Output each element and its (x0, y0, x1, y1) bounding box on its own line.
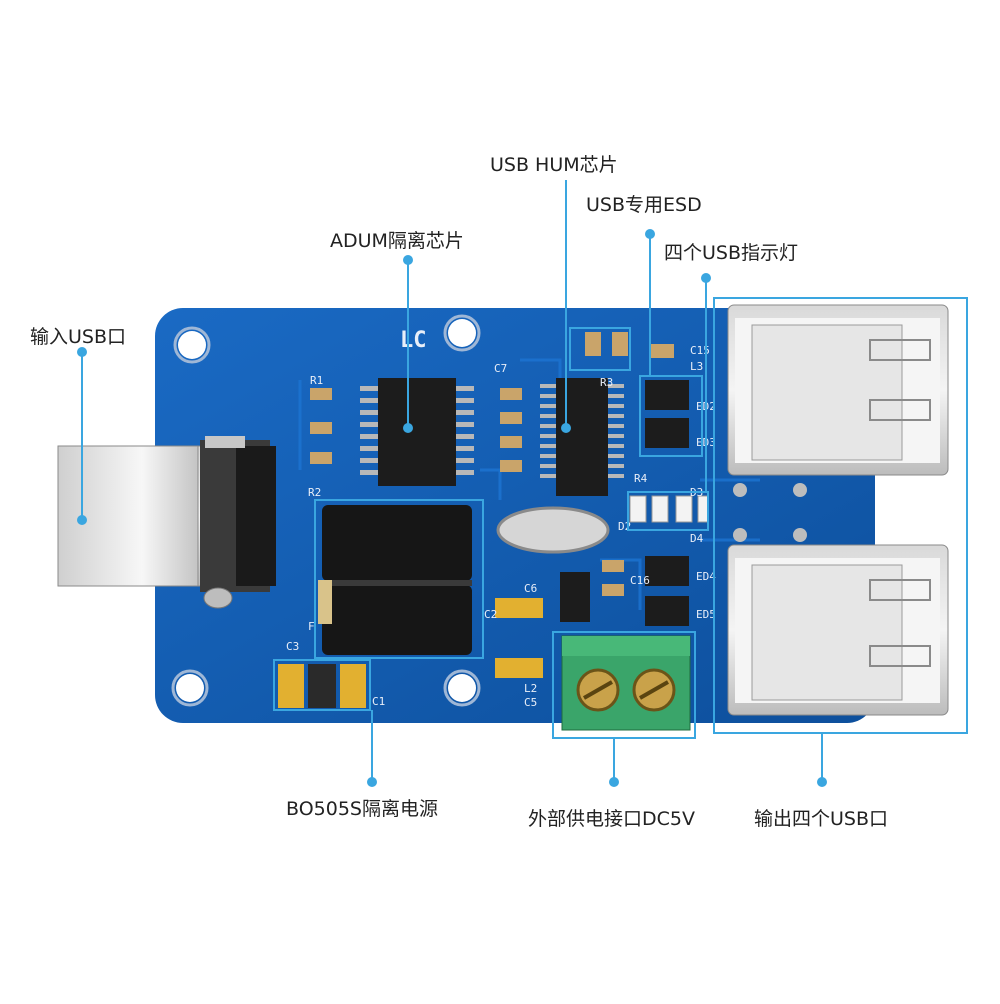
callout-dots (77, 229, 827, 787)
crystal-oscillator (496, 506, 610, 554)
silk-r2: R2 (308, 486, 321, 499)
label-power-module: BO505S隔离电源 (286, 798, 438, 820)
silk-c6: C6 (524, 582, 537, 595)
logo-text: LC (400, 328, 427, 353)
silk-r1: R1 (310, 374, 323, 387)
label-usb-hub-chip: USB HUM芯片 (490, 154, 618, 176)
label-adum-chip: ADUM隔离芯片 (330, 230, 464, 252)
output-usb-box (713, 297, 968, 734)
output-usb-ports (727, 304, 949, 716)
esd-chips (645, 380, 689, 626)
led-box (627, 491, 709, 531)
silk-c3: C3 (286, 640, 299, 653)
terminal-block (561, 635, 691, 731)
silk-l2: L2 (524, 682, 537, 695)
silk-c15: C15 (690, 344, 710, 357)
silk-c1: C1 (372, 695, 385, 708)
silk-r4: R4 (634, 472, 648, 485)
callout-lines (81, 180, 823, 782)
usb-hub-chip (540, 378, 624, 496)
label-usb-indicators: 四个USB指示灯 (664, 242, 799, 264)
capacitor-box (273, 659, 371, 711)
silk-c5: C5 (524, 696, 537, 709)
silk-l3: L3 (690, 360, 703, 373)
silk-d2: D2 (618, 520, 631, 533)
silk-c2: C2 (484, 608, 497, 621)
silk-c7: C7 (494, 362, 507, 375)
hub-caps-box (569, 327, 631, 371)
power-module (322, 505, 472, 655)
esd-box (639, 375, 703, 457)
silk-esd4: ED4 (696, 570, 716, 583)
input-usb-connector (57, 436, 276, 609)
label-input-usb: 输入USB口 (30, 326, 127, 348)
silk-d4: D4 (690, 532, 704, 545)
silk-f: F (308, 620, 315, 633)
silk-esd5: ED5 (696, 608, 716, 621)
silk-c16: C16 (630, 574, 650, 587)
label-external-power: 外部供电接口DC5V (528, 808, 695, 830)
smd-components (278, 332, 709, 708)
callout-boxes (273, 297, 968, 739)
label-output-usb: 输出四个USB口 (754, 808, 889, 830)
label-usb-esd: USB专用ESD (586, 194, 702, 216)
silk-r3: R3 (600, 376, 613, 389)
power-module-box (314, 499, 484, 659)
adum-chip (360, 378, 474, 486)
terminal-box (552, 631, 696, 739)
